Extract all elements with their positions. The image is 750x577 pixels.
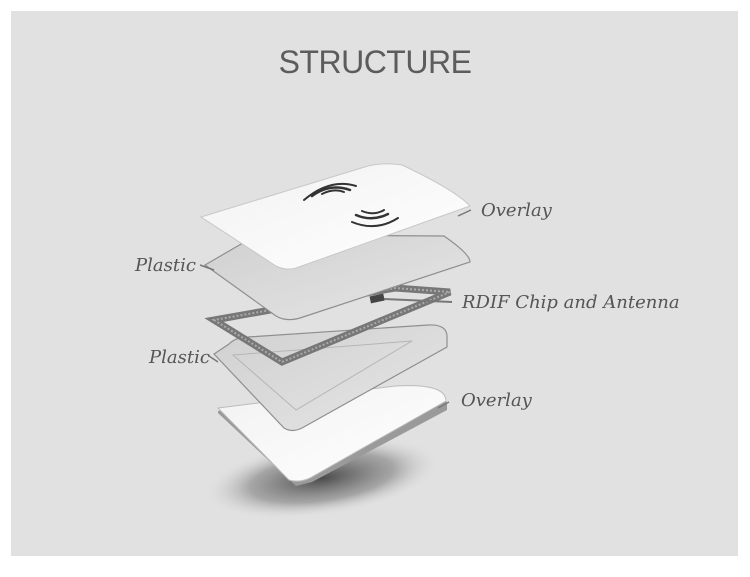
leader-line-lower-plastic — [208, 355, 219, 363]
label-antenna: RDIF Chip and Antenna — [462, 292, 680, 313]
contactless-symbol-icon — [303, 182, 399, 228]
label-top-overlay: Overlay — [481, 200, 552, 221]
rfid-chip — [369, 293, 385, 304]
label-bottom-overlay: Overlay — [461, 390, 532, 411]
top-overlay-card — [199, 163, 471, 270]
leader-line-antenna — [383, 298, 453, 303]
leader-line-upper-plastic — [199, 264, 215, 271]
card-shadow — [203, 436, 441, 520]
leader-line-bottom-overlay — [437, 401, 450, 409]
diagram-title: STRUCTURE — [278, 44, 472, 80]
leader-line-top-overlay — [457, 209, 472, 217]
label-upper-plastic: Plastic — [135, 255, 196, 276]
label-lower-plastic: Plastic — [149, 347, 210, 368]
